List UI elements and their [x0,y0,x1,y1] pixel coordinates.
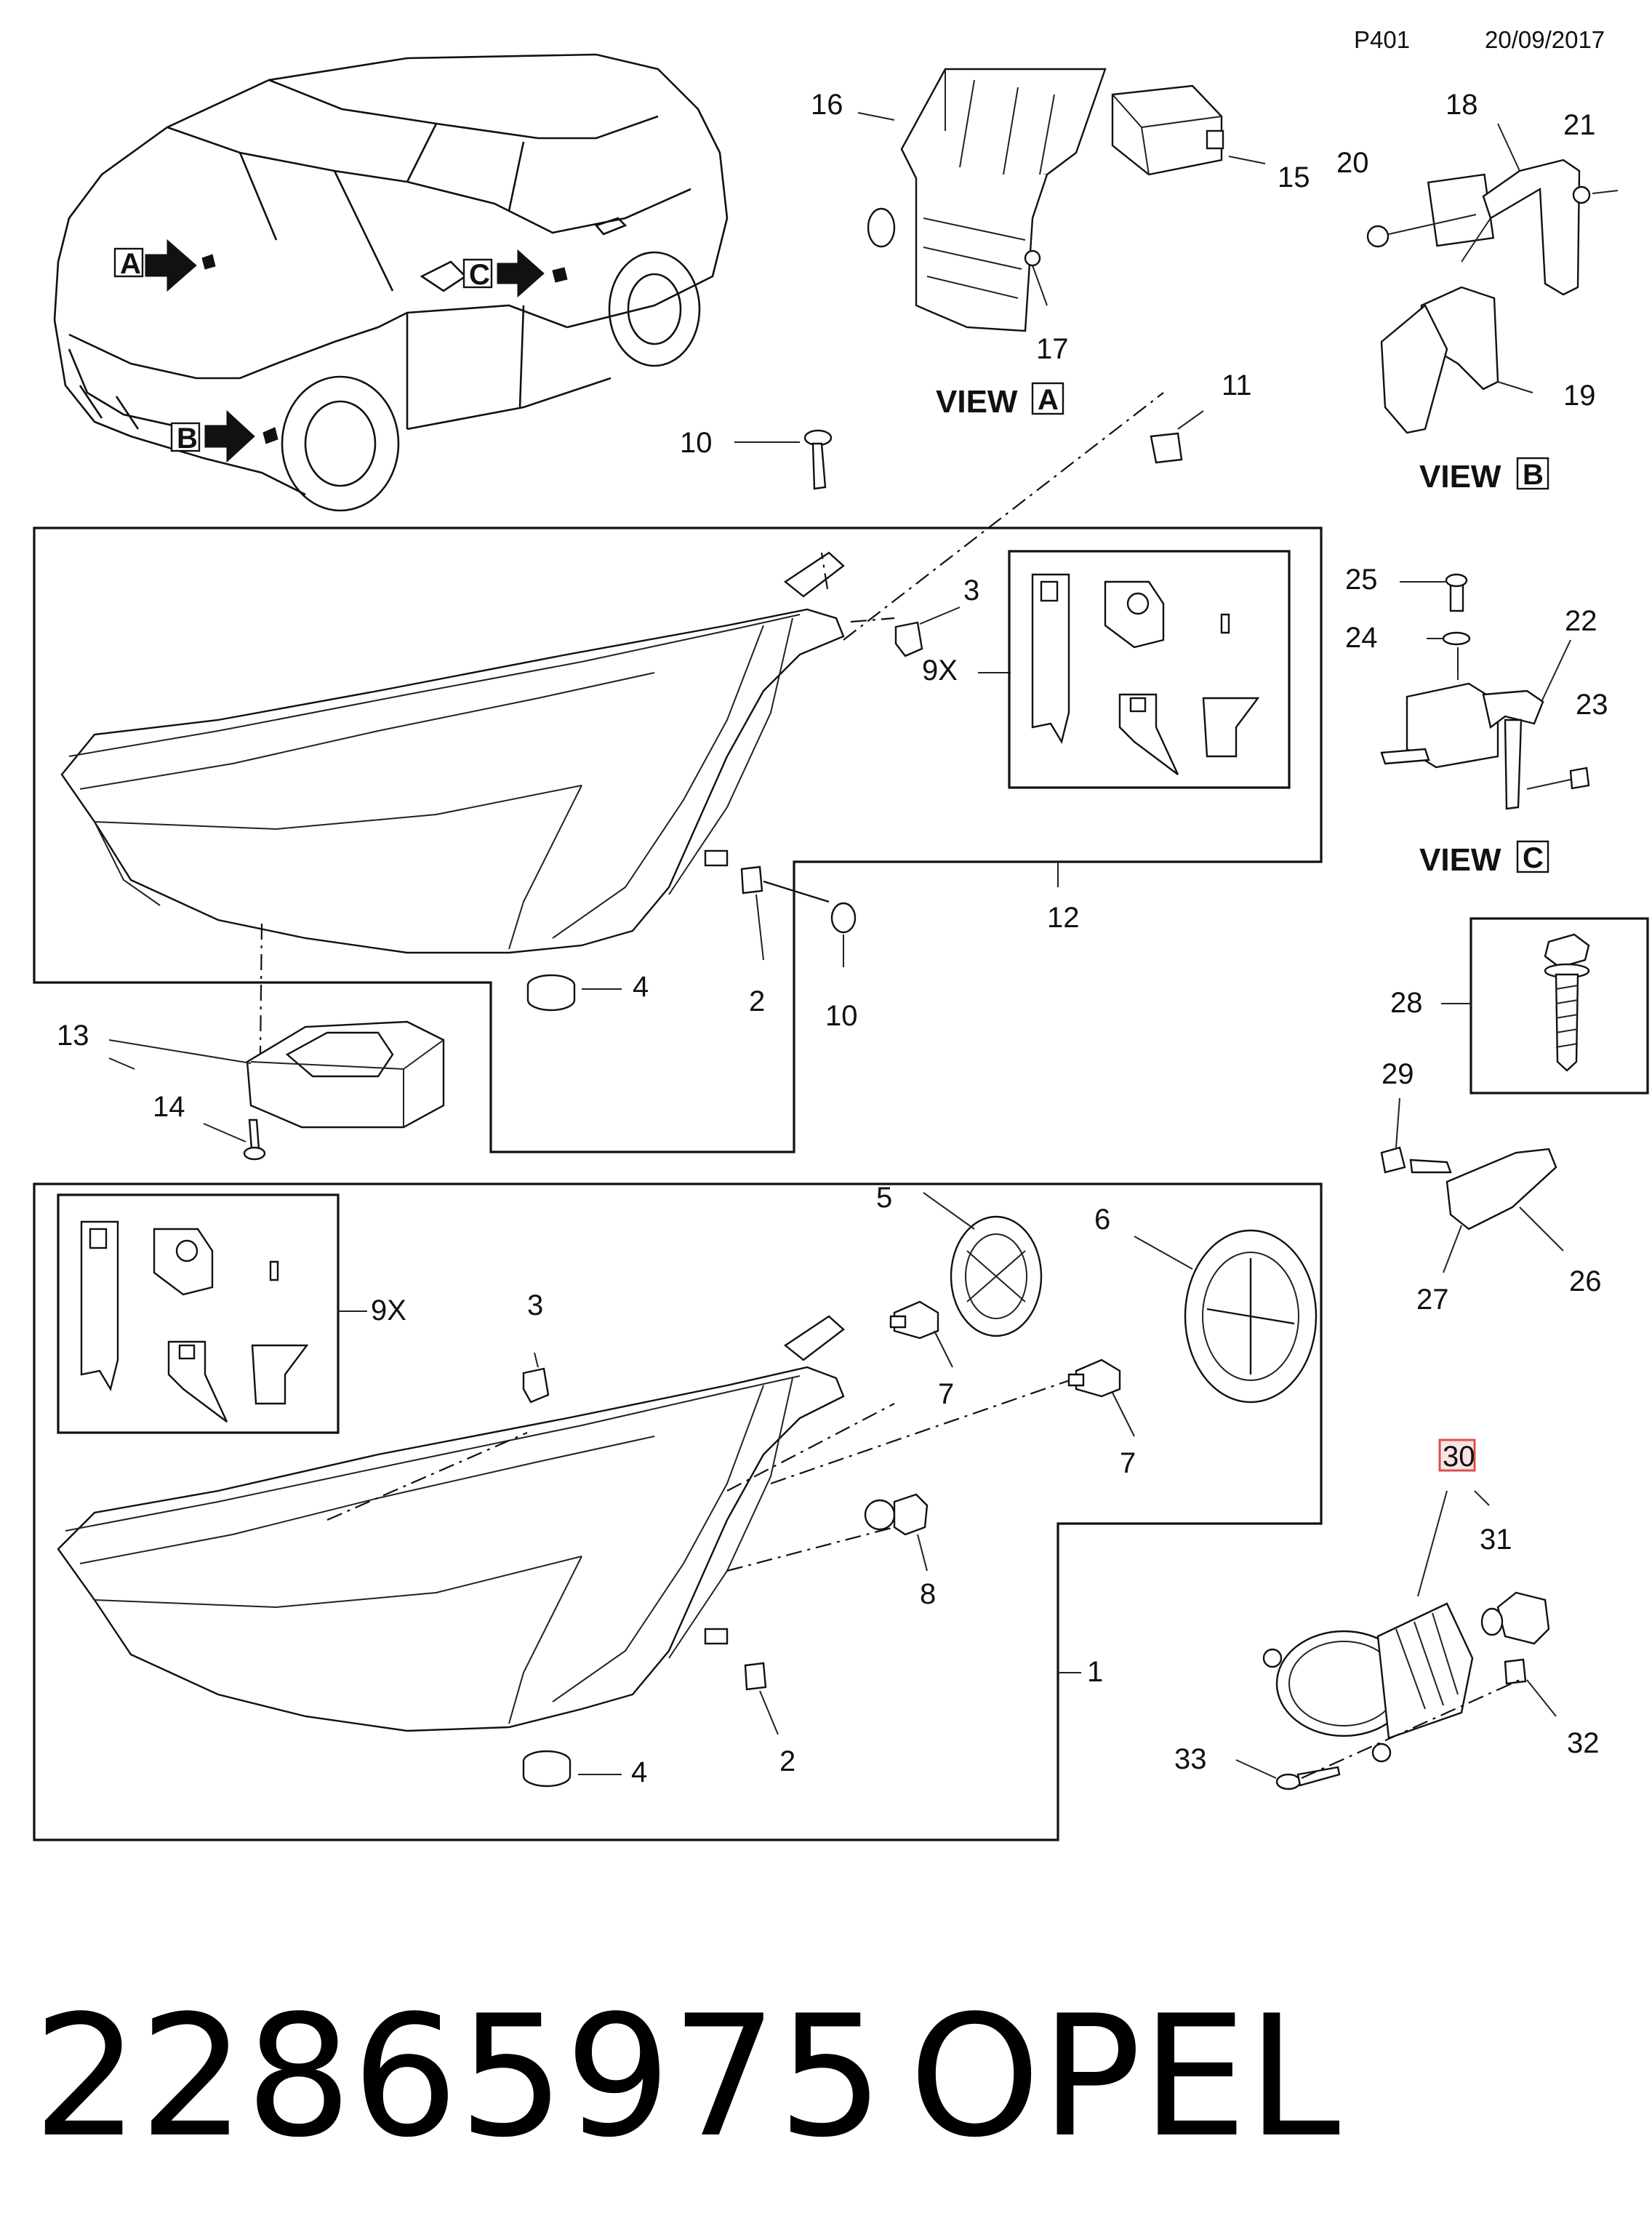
view-a-caption: VIEW A [936,382,1064,420]
upper-assembly-frame [33,527,1323,1153]
callout-11: 11 [1222,369,1252,401]
cover-5 [923,1192,1043,1337]
bulb-31 [1480,1591,1550,1645]
module-13 [246,1020,445,1129]
callout-19: 19 [1563,380,1596,412]
detail-box-28 [1469,917,1649,1095]
cover-6 [1134,1229,1318,1404]
callout-10-top: 10 [680,427,713,459]
screw-14 [203,1118,266,1161]
callout-27: 27 [1416,1284,1449,1316]
callout-20: 20 [1336,147,1369,179]
svg-text:VIEW: VIEW [1419,842,1501,878]
callout-5: 5 [876,1182,892,1214]
callout-3-lower: 3 [527,1289,543,1321]
marker-a: A [113,239,216,292]
callout-33: 33 [1174,1743,1207,1775]
callout-23: 23 [1576,689,1608,721]
callout-7-right: 7 [1120,1447,1136,1479]
callout-16: 16 [811,89,843,121]
screw-33 [1235,1759,1341,1790]
clip-3-upper [894,607,961,657]
view-c-assembly [1380,573,1590,810]
callout-4-lower: 4 [631,1756,647,1788]
clip-32 [1504,1658,1557,1717]
side-marker-26 [1380,1097,1564,1273]
callout-25: 25 [1345,564,1378,596]
pad-4-lower [522,1750,622,1788]
lower-assembly-frame [33,1182,1323,1841]
callout-1: 1 [1087,1656,1103,1688]
svg-text:A: A [120,248,141,280]
lower-headlamp [57,1315,845,1732]
part-number: 22865975 [33,1980,884,2174]
callout-9x-lower: 9X [371,1294,406,1326]
screw-10-top [734,429,833,490]
view-b-assembly [1366,123,1619,434]
bulb-8 [864,1493,929,1572]
callout-24: 24 [1345,622,1378,654]
callout-2-lower: 2 [779,1745,795,1777]
callout-12: 12 [1047,902,1080,934]
callout-17: 17 [1036,333,1069,365]
callout-26: 26 [1569,1265,1602,1297]
clip-11 [1150,410,1204,464]
fog-lamp-30 [1262,1602,1474,1763]
callout-21: 21 [1563,109,1596,141]
svg-text:C: C [1523,842,1544,874]
callout-30: 30 [1443,1441,1475,1473]
upper-headlamp [60,551,845,954]
detail-box-9x-upper [1008,550,1291,789]
vehicle-illustration [53,53,729,512]
callout-10-mid: 10 [825,1000,858,1032]
callout-6: 6 [1094,1204,1110,1236]
svg-text:VIEW: VIEW [1419,459,1501,495]
svg-text:B: B [1523,459,1544,491]
bulb-7-right [1067,1358,1135,1437]
view-c-caption: VIEW C [1419,840,1549,878]
svg-text:A: A [1038,384,1059,416]
callout-9x-upper: 9X [922,655,958,687]
highlight-30: 30 [1438,1438,1476,1473]
marker-b: B [170,409,278,463]
pad-4-upper [526,974,622,1012]
callout-32: 32 [1567,1727,1600,1759]
brand-name: OPEL [909,1980,1340,2174]
marker-c: C [462,249,568,298]
callout-2-upper: 2 [749,985,765,1017]
screw-10-mid [763,880,857,967]
callout-7-left: 7 [938,1378,954,1410]
detail-box-9x-lower [57,1193,340,1434]
callout-13: 13 [57,1020,89,1052]
clip-2-lower [744,1662,779,1735]
page-code: P401 [1354,26,1410,53]
callout-15: 15 [1278,161,1310,193]
callout-22: 22 [1565,605,1597,637]
clip-2-upper [740,865,764,961]
callout-31: 31 [1480,1524,1512,1556]
view-b-caption: VIEW B [1419,457,1549,495]
view-a-assembly [857,68,1266,332]
callout-28: 28 [1390,987,1423,1019]
bulb-7-left [889,1300,953,1368]
callout-18: 18 [1446,89,1478,121]
callout-29: 29 [1382,1058,1414,1090]
clip-3-lower [522,1352,550,1404]
callout-4-upper: 4 [633,971,649,1003]
callout-8: 8 [920,1578,936,1610]
svg-text:B: B [177,423,198,455]
svg-text:VIEW: VIEW [936,384,1018,420]
callout-3-upper: 3 [963,575,979,607]
diagram-date: 20/09/2017 [1485,26,1605,53]
callout-14: 14 [153,1091,185,1123]
svg-text:C: C [469,259,490,291]
